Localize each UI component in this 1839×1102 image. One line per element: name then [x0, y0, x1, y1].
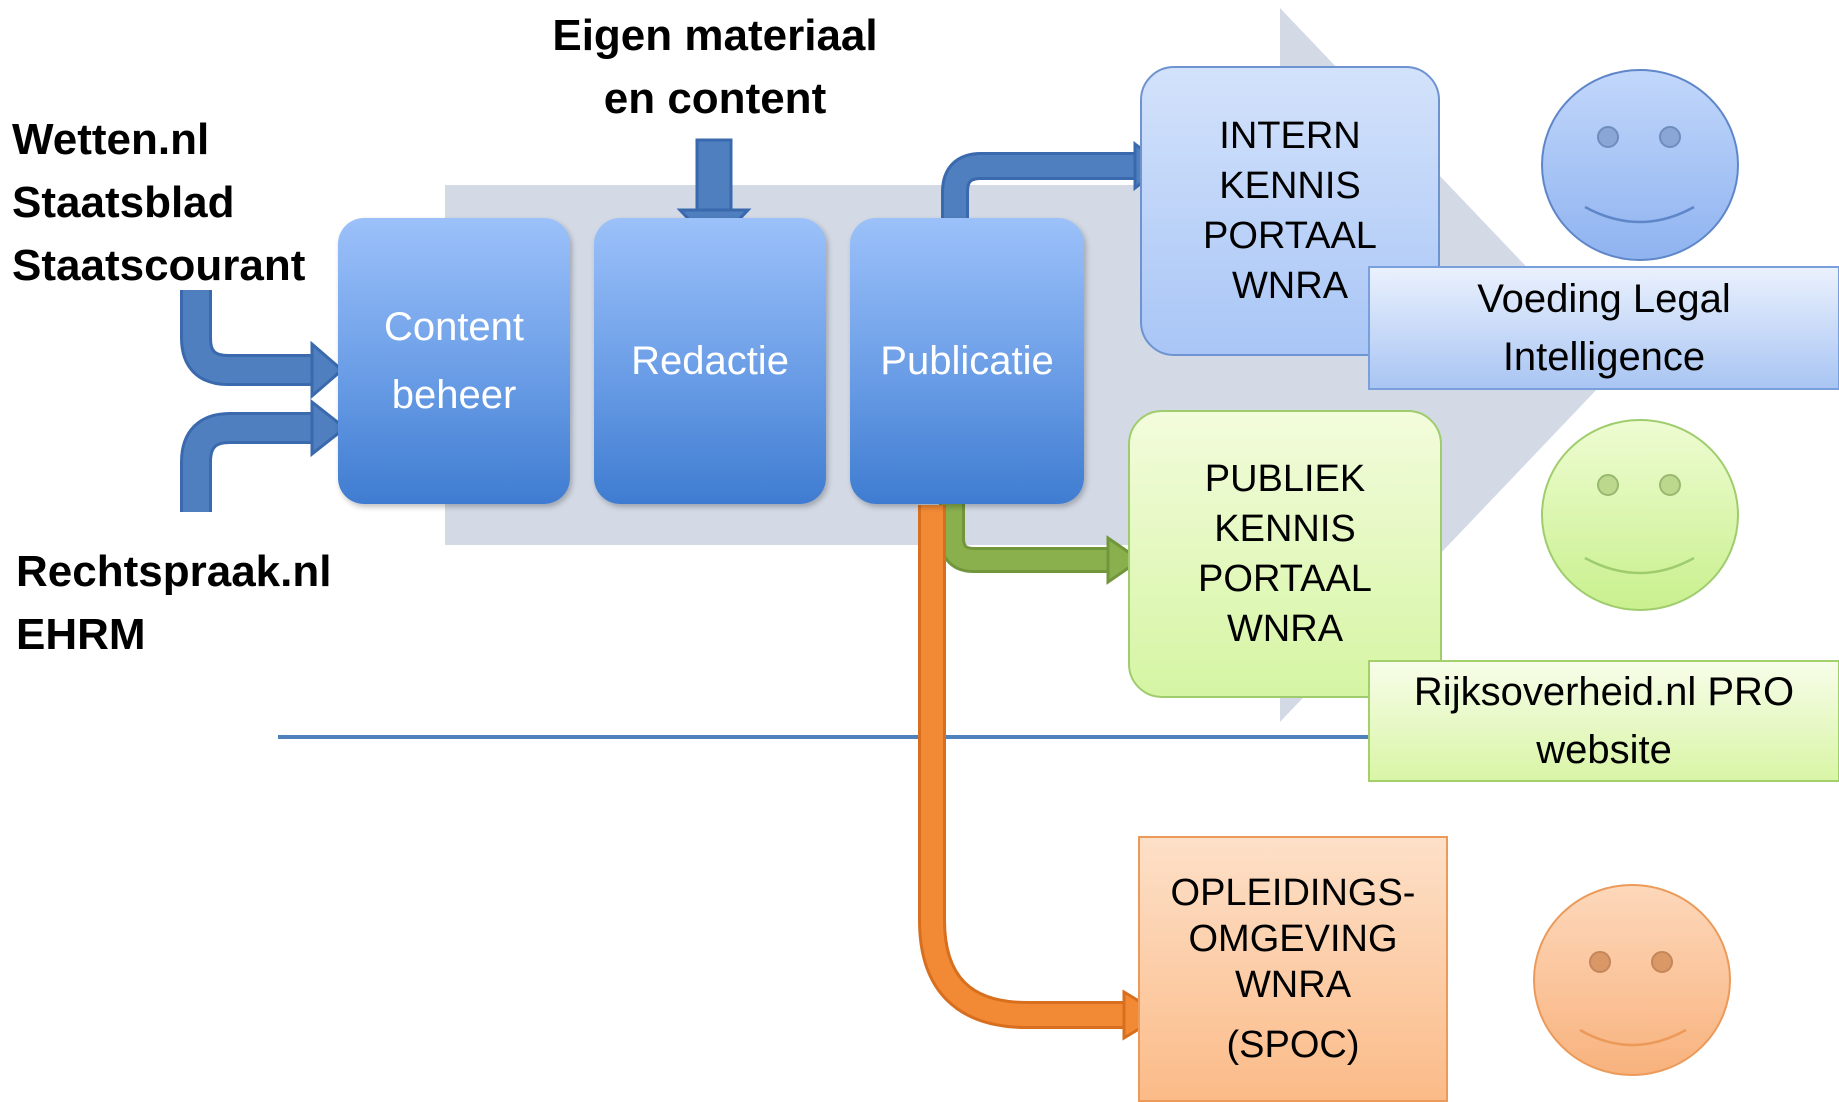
output-rijksoverheid: Rijksoverheid.nl PRO website [1368, 660, 1839, 782]
source-ehrm: EHRM [16, 610, 146, 659]
source-staatsblad: Staatsblad [12, 178, 235, 227]
own-material-label: Eigen materiaal en content [552, 11, 878, 123]
step-redactie: Redactie [594, 218, 826, 504]
smiley-face-icon [1541, 69, 1739, 261]
official-sources-list: Wetten.nl Staatsblad Staatscourant [12, 108, 305, 297]
caselaw-sources-list: Rechtspraak.nl EHRM [16, 540, 331, 666]
source-rechtspraak: Rechtspraak.nl [16, 547, 332, 596]
arrow-own-material-to-redactie [695, 138, 733, 214]
output-legal-intelligence: Voeding Legal Intelligence [1368, 266, 1839, 390]
source-staatscourant: Staatscourant [12, 241, 306, 290]
step-publicatie: Publicatie [850, 218, 1084, 504]
portal-publiek: PUBLIEK KENNIS PORTAAL WNRA [1128, 410, 1442, 698]
step-content-beheer: Content beheer [338, 218, 570, 504]
smiley-face-icon [1533, 884, 1731, 1076]
portal-opleiding: OPLEIDINGS- OMGEVING WNRA (SPOC) [1138, 836, 1448, 1102]
source-wetten: Wetten.nl [12, 115, 210, 164]
arrow-publicatie-to-opleiding [918, 505, 1130, 1029]
smiley-face-icon [1541, 419, 1739, 611]
